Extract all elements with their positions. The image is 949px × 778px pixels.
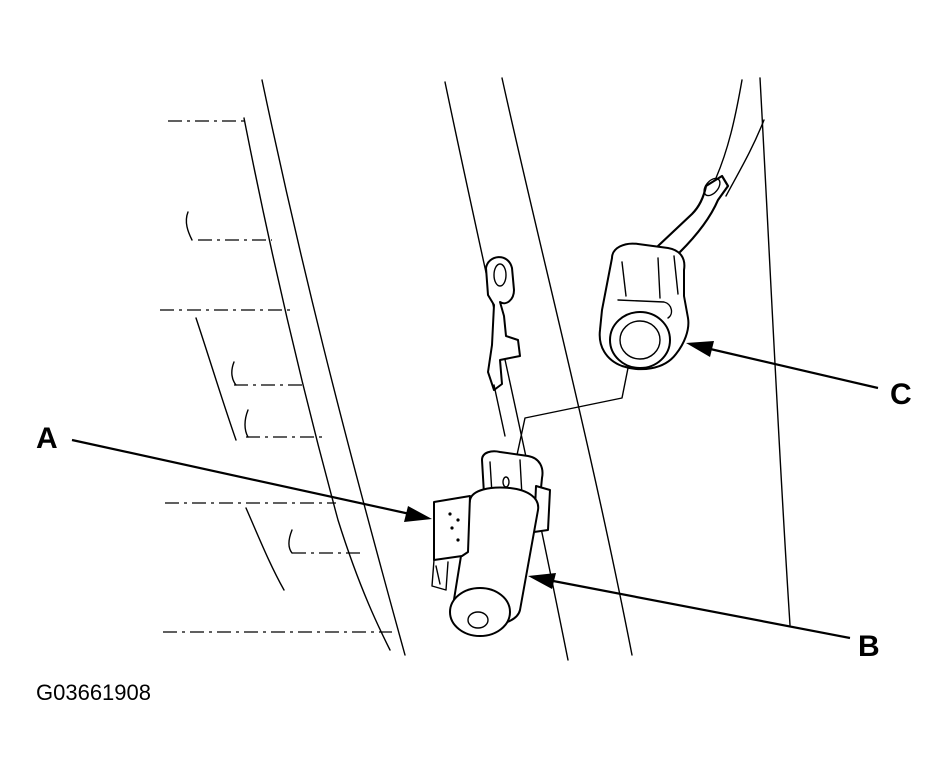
mounting-tab	[485, 256, 521, 437]
alignment-line	[516, 367, 629, 456]
figure-id: G03661908	[36, 680, 151, 705]
sensor-assembly	[431, 450, 551, 637]
callout-a: A	[36, 422, 58, 455]
panel-reference-lines	[160, 120, 392, 633]
callout-b: B	[858, 630, 880, 663]
leader-line-c	[686, 341, 879, 390]
leader-line-a	[71, 438, 432, 522]
leader-line-b	[528, 573, 851, 640]
harness-connector	[598, 174, 730, 371]
callout-c: C	[890, 378, 912, 411]
